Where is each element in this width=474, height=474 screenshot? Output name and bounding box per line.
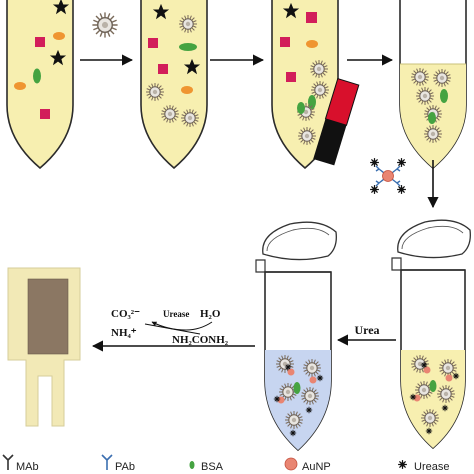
tube-6-urea-hydrolysis <box>255 221 337 452</box>
substrate-urea-label: NH₂CONH₂ <box>172 334 229 346</box>
interferent-leaf-icon <box>297 102 305 114</box>
urea-label: Urea <box>354 323 379 337</box>
legend-label-aunp: AuNP <box>302 461 331 473</box>
immunomagnetic-bead-icon <box>410 67 430 87</box>
immunomagnetic-bead-icon <box>160 104 180 124</box>
sensing-pad <box>27 278 69 355</box>
aunp-icon <box>413 394 421 402</box>
aunp-icon <box>277 396 285 404</box>
interferent-square-icon <box>40 109 50 119</box>
interferent-oval-icon <box>14 82 26 90</box>
immunomagnetic-bead-icon <box>178 14 198 34</box>
interferent-square-icon <box>148 38 158 48</box>
aunp-icon <box>309 376 317 384</box>
immunomagnetic-bead-icon <box>420 408 440 428</box>
legend-item-bsa: BSA <box>189 461 224 473</box>
interferent-square-icon <box>35 37 45 47</box>
add-beads-step <box>80 11 134 66</box>
legend-label-urease: Urease <box>414 461 449 473</box>
tube-2-incubation <box>140 0 208 170</box>
interferent-oval-icon <box>181 86 193 94</box>
immunomagnetic-bead-icon <box>284 410 304 430</box>
product-co3-label: CO₃²⁻ <box>111 308 140 320</box>
interferent-leaf-icon <box>293 382 301 394</box>
immunomagnetic-bead-icon <box>91 11 119 39</box>
legend-item-aunp: AuNP <box>284 457 331 473</box>
interferent-square-icon <box>286 72 296 82</box>
immunomagnetic-bead-icon <box>300 386 320 406</box>
legend-item-pab: PAb <box>101 454 135 473</box>
paper-sensor-strip <box>7 267 81 427</box>
aunp-icon <box>284 457 298 471</box>
interferent-leaf-icon <box>179 43 197 51</box>
immunomagnetic-bead-icon <box>423 124 443 144</box>
magnet-icon <box>313 77 360 166</box>
interferent-leaf-icon <box>308 95 316 109</box>
legend: MAb PAb BSA AuNP Urease <box>2 454 449 473</box>
aunp-icon <box>287 368 295 376</box>
tube-5-sandwich-complex <box>391 219 471 450</box>
bsa-icon <box>189 461 195 469</box>
interferent-leaf-icon <box>440 89 448 103</box>
urea-hydrolysis-reaction: CO₃²⁻ NH₄⁺ H₂O Urease NH₂CONH₂ <box>111 308 229 346</box>
aunp-icon <box>445 374 453 382</box>
immunomagnetic-bead-icon <box>145 82 165 102</box>
immunomagnetic-bead-icon <box>180 108 200 128</box>
aunp-probe-icon <box>369 157 407 195</box>
reactant-water-label: H₂O <box>200 308 221 320</box>
pab-icon <box>101 454 113 470</box>
immunomagnetic-bead-icon <box>309 59 329 79</box>
legend-label-mab: MAb <box>16 461 39 473</box>
legend-label-bsa: BSA <box>201 461 224 473</box>
immunomagnetic-bead-icon <box>297 126 317 146</box>
legend-label-pab: PAb <box>115 461 135 473</box>
mab-icon <box>2 454 14 470</box>
enzyme-urease-label: Urease <box>163 309 189 319</box>
product-nh4-label: NH₄⁺ <box>111 327 137 339</box>
tube-4-washed-beads <box>399 0 467 170</box>
interferent-square-icon <box>306 12 317 23</box>
interferent-leaf-icon <box>429 380 437 392</box>
legend-item-mab: MAb <box>2 454 39 473</box>
interferent-leaf-icon <box>428 112 436 124</box>
interferent-square-icon <box>280 37 290 47</box>
interferent-leaf-icon <box>33 68 41 84</box>
interferent-square-icon <box>158 64 168 74</box>
interferent-oval-icon <box>53 32 65 40</box>
immunomagnetic-bead-icon <box>432 68 452 88</box>
tube-1-sample <box>6 0 74 170</box>
immunomagnetic-bead-icon <box>436 384 456 404</box>
aunp-icon <box>423 366 431 374</box>
legend-item-urease: Urease <box>397 459 449 473</box>
immunomagnetic-bead-icon <box>302 358 322 378</box>
urease-icon <box>397 459 408 470</box>
urea-step: Urea <box>336 323 396 346</box>
immunomagnetic-bead-icon <box>415 86 435 106</box>
interferent-oval-icon <box>306 40 318 48</box>
